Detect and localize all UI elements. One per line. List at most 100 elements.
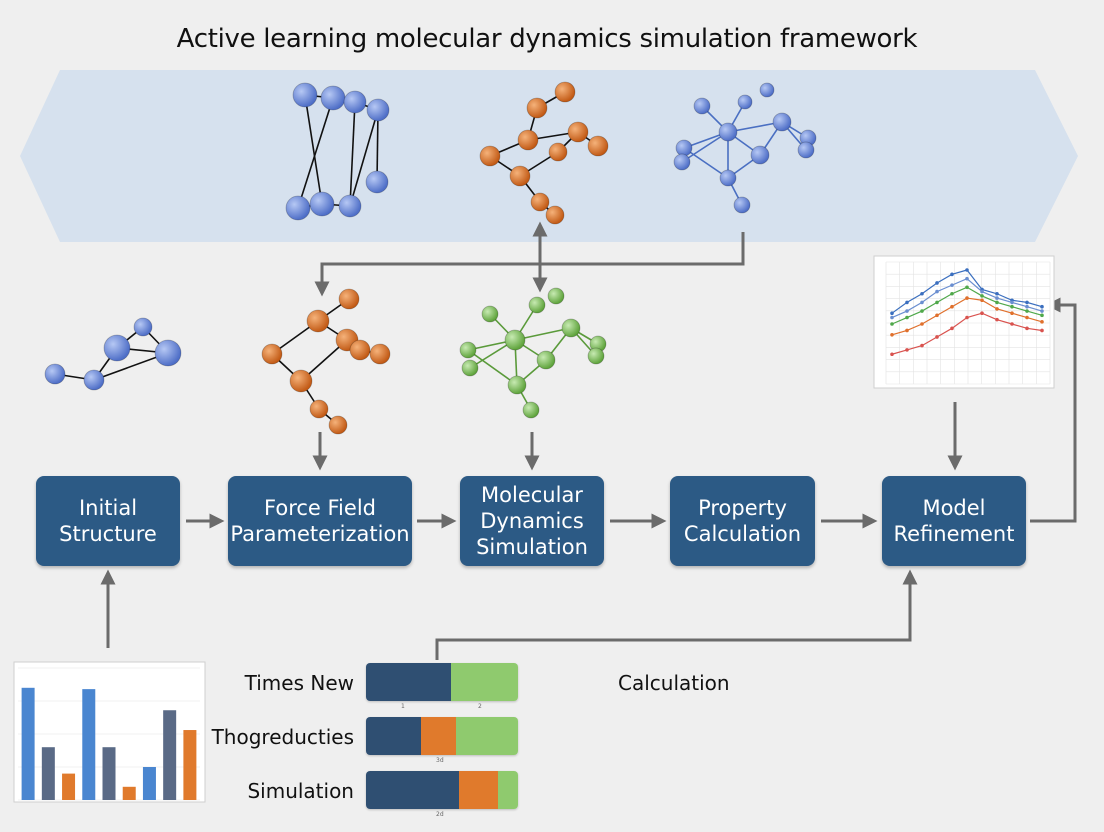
line-point <box>920 300 924 305</box>
bar <box>142 767 156 800</box>
calculation-label: Calculation <box>618 671 730 695</box>
step-model-refinement-label: Model Refinement <box>893 495 1015 546</box>
atom <box>459 341 477 359</box>
line-point <box>905 309 909 313</box>
atom <box>285 195 311 221</box>
line-point <box>965 268 969 272</box>
line-point <box>1010 304 1014 309</box>
atom <box>587 135 609 157</box>
line-point <box>920 343 924 348</box>
row-label-thogreducties: Thogreducties <box>211 725 354 749</box>
stacked-bar-thogreducties <box>366 717 518 755</box>
line-point <box>995 300 999 305</box>
banner-molecule-blue-2 <box>673 82 817 214</box>
line-point <box>980 298 984 303</box>
step-force-field-label: Force Field Parameterization <box>230 495 410 546</box>
property-line-chart <box>873 255 1055 389</box>
bar-segment <box>366 663 452 701</box>
atom <box>528 296 546 314</box>
atom <box>737 94 753 110</box>
atom <box>507 375 527 395</box>
line-point <box>905 328 909 333</box>
line-point <box>890 333 894 337</box>
line-point <box>950 291 954 296</box>
atom <box>772 112 792 132</box>
step-property-calculation[interactable]: Property Calculation <box>670 476 815 566</box>
atom <box>547 287 565 305</box>
data-bar-chart <box>13 661 206 803</box>
atom <box>461 359 479 377</box>
line-point <box>905 348 909 352</box>
line-point <box>890 311 894 316</box>
atom <box>693 97 711 115</box>
bar <box>183 730 197 800</box>
atom <box>292 82 318 108</box>
bar-segment <box>420 717 456 755</box>
atom <box>517 129 539 151</box>
bar <box>82 689 96 800</box>
line-point <box>905 300 909 305</box>
line-point <box>995 291 999 296</box>
bond <box>297 97 334 209</box>
stacked-bar-simulation <box>366 771 518 809</box>
bar-tick-2d: 2d <box>436 811 444 818</box>
bar-tick-2: 2 <box>478 703 482 710</box>
atom <box>675 139 693 157</box>
atom <box>522 401 540 419</box>
atom <box>719 169 737 187</box>
atom <box>289 369 313 393</box>
line-point <box>1040 304 1044 309</box>
bond <box>683 147 729 179</box>
line-point <box>950 326 954 331</box>
line-point <box>1025 315 1029 320</box>
step-initial-structure[interactable]: Initial Structure <box>36 476 180 566</box>
line-point <box>1010 311 1014 316</box>
atom <box>481 305 499 323</box>
line-point <box>950 283 954 287</box>
line-point <box>995 307 999 311</box>
step-md-simulation-label: Molecular Dynamics Simulation <box>476 482 588 560</box>
line-point <box>1025 304 1029 309</box>
line-point <box>950 272 954 277</box>
atom <box>545 205 565 225</box>
line-point <box>935 335 939 339</box>
line-point <box>890 352 894 357</box>
bar <box>62 773 76 800</box>
atom <box>103 334 131 362</box>
bond <box>467 349 518 386</box>
atom <box>509 165 531 187</box>
bar <box>163 710 177 800</box>
force-field-molecule <box>261 288 391 435</box>
bar <box>41 747 55 800</box>
atom <box>338 194 362 218</box>
step-molecular-dynamics-simulation[interactable]: Molecular Dynamics Simulation <box>460 476 604 566</box>
row-label-simulation: Simulation <box>247 779 354 803</box>
atom <box>504 329 526 351</box>
line-point <box>1010 300 1014 305</box>
atom <box>797 141 815 159</box>
step-force-field-parameterization[interactable]: Force Field Parameterization <box>228 476 412 566</box>
atom <box>733 196 751 214</box>
bar <box>122 786 136 800</box>
atom <box>561 318 581 338</box>
atom <box>306 309 330 333</box>
line-point <box>935 281 939 285</box>
atom <box>759 82 775 98</box>
bar <box>102 747 116 800</box>
arrow-calc-to-refine <box>435 569 918 660</box>
line-point <box>1040 309 1044 313</box>
atom <box>750 145 770 165</box>
bar-segment <box>458 771 499 809</box>
atom <box>133 317 153 337</box>
bond <box>727 121 783 133</box>
bond <box>681 131 729 163</box>
line-point <box>905 315 909 320</box>
line-point <box>920 322 924 326</box>
line-point <box>920 291 924 296</box>
line-point <box>935 313 939 318</box>
arrow-banner-to-ff <box>314 232 745 297</box>
step-model-refinement[interactable]: Model Refinement <box>882 476 1026 566</box>
bond <box>93 352 169 381</box>
line-point <box>1010 322 1014 326</box>
atom <box>83 369 105 391</box>
